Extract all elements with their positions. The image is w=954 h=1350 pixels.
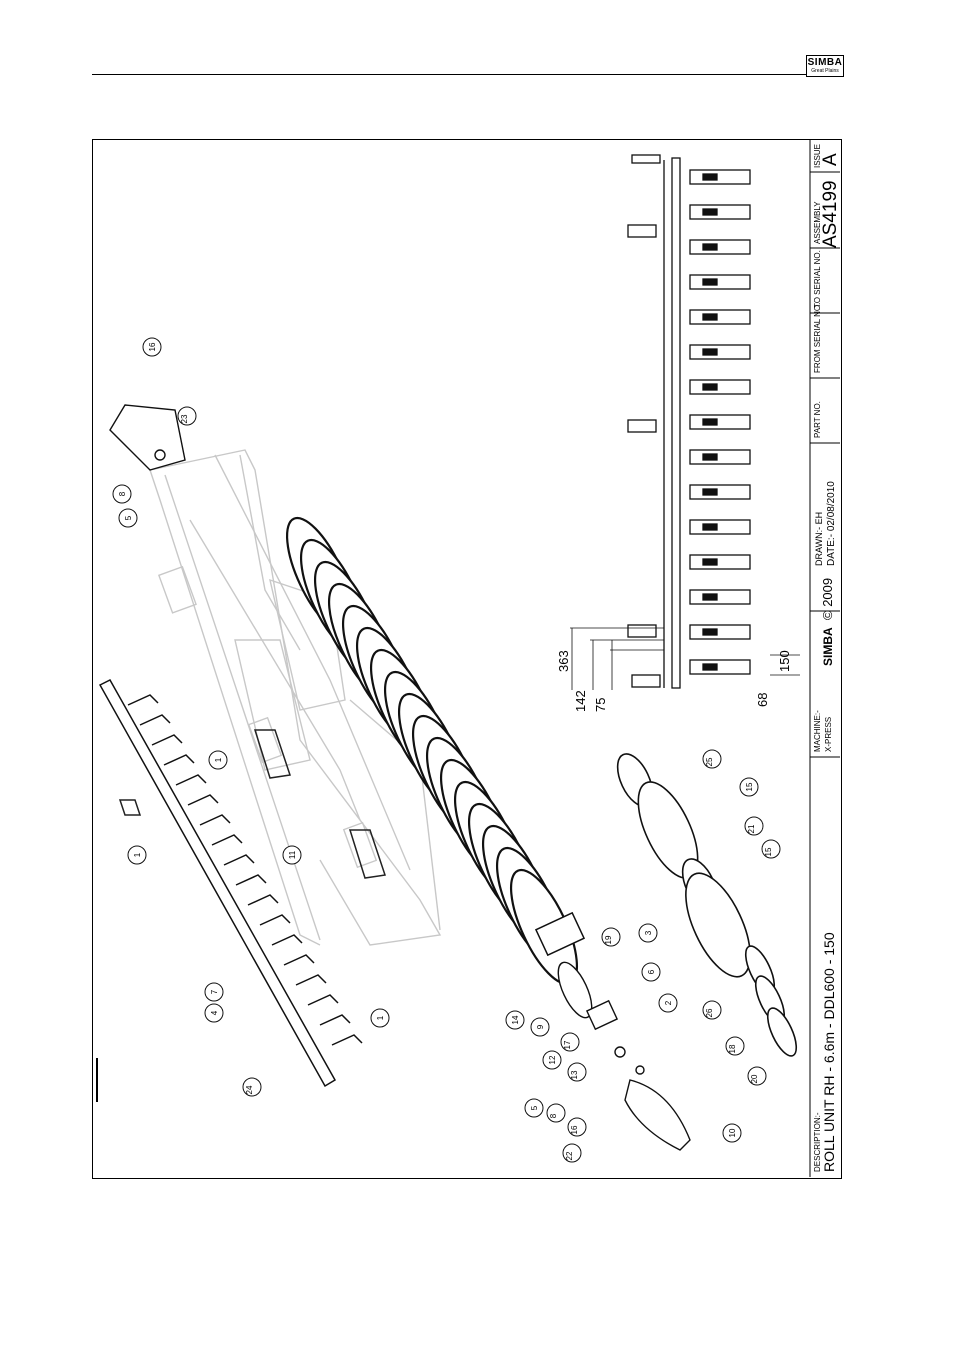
svg-text:1: 1 xyxy=(376,1015,385,1020)
balloon: 22 xyxy=(563,1144,581,1162)
svg-text:5: 5 xyxy=(124,515,133,520)
footer-margin-bar xyxy=(96,1058,98,1102)
balloon: 16 xyxy=(143,338,161,356)
svg-text:15: 15 xyxy=(745,782,754,791)
balloon: 1 xyxy=(209,751,227,769)
balloon: 17 xyxy=(561,1033,579,1051)
part-no-label: PART NO. xyxy=(813,401,822,438)
svg-text:3: 3 xyxy=(644,930,653,935)
balloon: 16 xyxy=(568,1118,586,1136)
from-serial-label: FROM SERIAL NO. xyxy=(813,303,822,373)
balloon: 6 xyxy=(642,963,660,981)
balloon: 2 xyxy=(659,994,677,1012)
svg-text:14: 14 xyxy=(511,1015,520,1024)
machine-label: MACHINE:- xyxy=(813,710,822,752)
svg-text:2: 2 xyxy=(664,1000,673,1005)
drawing-date: DATE:- 02/08/2010 xyxy=(826,481,837,566)
balloon: 11 xyxy=(283,846,301,864)
balloon: 10 xyxy=(723,1124,741,1142)
dimension-75: 75 xyxy=(593,698,608,712)
svg-text:18: 18 xyxy=(728,1044,737,1053)
copyright-brand: SIMBA xyxy=(821,627,835,666)
svg-text:26: 26 xyxy=(705,1008,714,1017)
svg-text:1: 1 xyxy=(133,852,142,857)
dimension-68: 68 xyxy=(755,693,770,707)
dimension-142: 142 xyxy=(573,690,588,712)
balloon: 7 xyxy=(205,983,223,1001)
balloon: 14 xyxy=(506,1011,524,1029)
svg-text:16: 16 xyxy=(148,342,157,351)
balloon: 23 xyxy=(178,407,196,425)
balloon: 1 xyxy=(128,846,146,864)
balloon: 18 xyxy=(726,1037,744,1055)
svg-text:10: 10 xyxy=(728,1128,737,1137)
svg-text:23: 23 xyxy=(180,414,189,423)
svg-text:17: 17 xyxy=(563,1040,572,1049)
svg-text:5: 5 xyxy=(530,1105,539,1110)
svg-text:24: 24 xyxy=(245,1085,254,1094)
svg-text:11: 11 xyxy=(288,850,297,859)
machine-text: X-PRESS xyxy=(824,717,833,752)
balloon: 19 xyxy=(602,928,620,946)
to-serial-label: TO SERIAL NO. xyxy=(813,250,822,308)
svg-text:13: 13 xyxy=(570,1070,579,1079)
svg-text:22: 22 xyxy=(565,1151,574,1160)
balloon: 5 xyxy=(119,509,137,527)
balloon: 24 xyxy=(243,1078,261,1096)
side-elevation-view xyxy=(628,155,750,688)
svg-text:25: 25 xyxy=(705,757,714,766)
balloon: 25 xyxy=(703,750,721,768)
svg-text:8: 8 xyxy=(549,1113,558,1118)
assembly-number: AS4199 xyxy=(820,180,841,248)
copyright-text: © 2009 xyxy=(820,578,835,620)
drawn-by: DRAWN:- EH xyxy=(814,512,824,566)
balloon: 15 xyxy=(762,840,780,858)
balloon: 15 xyxy=(740,778,758,796)
dimension-lines xyxy=(570,628,800,690)
dimension-150: 150 xyxy=(777,650,792,672)
u-bolts xyxy=(120,730,385,878)
svg-text:16: 16 xyxy=(570,1125,579,1134)
balloon: 8 xyxy=(547,1104,565,1122)
balloon: 12 xyxy=(543,1051,561,1069)
svg-text:9: 9 xyxy=(536,1024,545,1029)
svg-text:20: 20 xyxy=(750,1074,759,1083)
balloon: 1 xyxy=(371,1009,389,1027)
balloon: 26 xyxy=(703,1001,721,1019)
balloon: 5 xyxy=(525,1099,543,1117)
balloon: 9 xyxy=(531,1018,549,1036)
svg-text:7: 7 xyxy=(210,989,219,994)
end-bracket-top xyxy=(110,405,185,470)
svg-text:6: 6 xyxy=(647,969,656,974)
dimension-363: 363 xyxy=(556,650,571,672)
svg-text:12: 12 xyxy=(548,1055,557,1064)
svg-text:15: 15 xyxy=(764,847,773,856)
balloon: 3 xyxy=(639,924,657,942)
balloon: 20 xyxy=(748,1067,766,1085)
balloon: 8 xyxy=(113,485,131,503)
svg-text:4: 4 xyxy=(210,1010,219,1015)
issue-letter: A xyxy=(820,153,841,166)
balloon: 21 xyxy=(745,817,763,835)
svg-text:1: 1 xyxy=(214,757,223,762)
balloon: 4 xyxy=(205,1004,223,1022)
description-text: ROLL UNIT RH - 6.6m - DDL600 - 150 xyxy=(821,932,837,1172)
svg-text:21: 21 xyxy=(747,824,756,833)
svg-text:19: 19 xyxy=(604,935,613,944)
balloon: 13 xyxy=(568,1063,586,1081)
svg-text:8: 8 xyxy=(118,491,127,496)
